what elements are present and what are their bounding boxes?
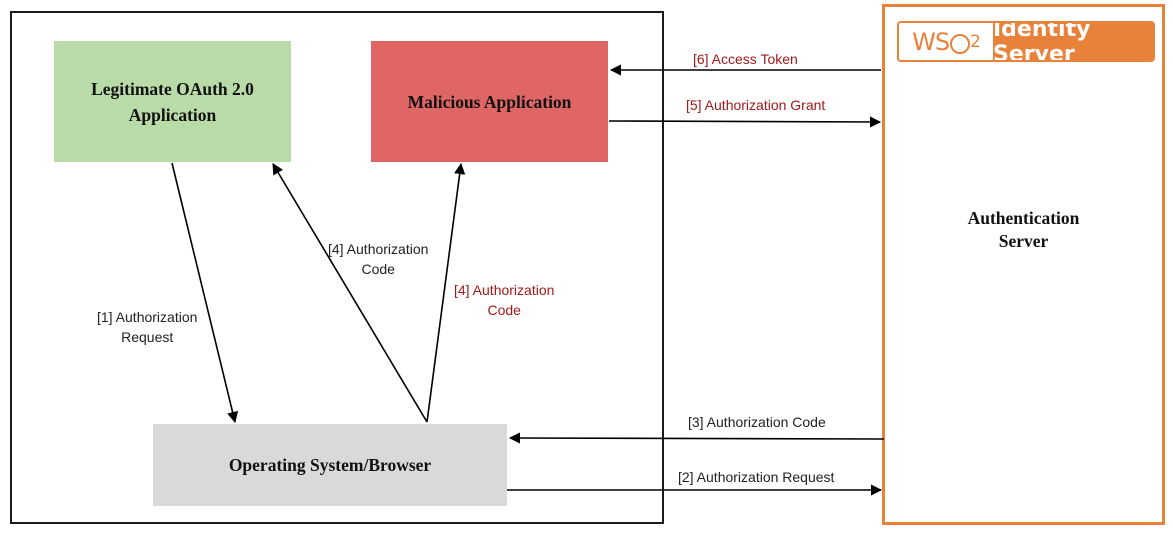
label-auth-request-to-server: [2] Authorization Request: [678, 469, 835, 485]
arrow-auth-code-to-browser: [508, 432, 885, 444]
os-browser-node[interactable]: Operating System/Browser: [153, 424, 507, 506]
client-device-boundary: [10, 11, 664, 524]
identity-server-logo-text: Identity Server: [993, 23, 1153, 60]
label-auth-code-to-browser: [3] Authorization Code: [688, 414, 826, 430]
label-access-token: [6] Access Token: [693, 51, 798, 67]
legitimate-oauth-app-node[interactable]: Legitimate OAuth 2.0 Application: [54, 41, 291, 162]
arrow-auth-code-to-legit: [272, 163, 428, 423]
auth-server-label: Authentication Server: [967, 208, 1080, 251]
label-auth-request-from-app: [1] Authorization Request: [97, 309, 198, 345]
label-authorization-grant: [5] Authorization Grant: [686, 97, 826, 113]
os-browser-label: Operating System/Browser: [228, 455, 432, 475]
malicious-app-label: Malicious Application: [407, 91, 572, 112]
arrow-auth-code-to-malicious: [426, 162, 466, 423]
label-auth-code-to-legit: [4] Authorization Code: [328, 241, 429, 277]
arrow-authorization-grant: [608, 116, 882, 128]
wso2-o-icon: [950, 33, 971, 54]
legitimate-app-label: Legitimate OAuth 2.0 Application: [91, 78, 254, 125]
label-auth-code-to-malicious: [4] Authorization Code: [454, 282, 555, 318]
malicious-app-node[interactable]: Malicious Application: [371, 41, 608, 162]
arrow-auth-request-from-app: [171, 162, 239, 424]
